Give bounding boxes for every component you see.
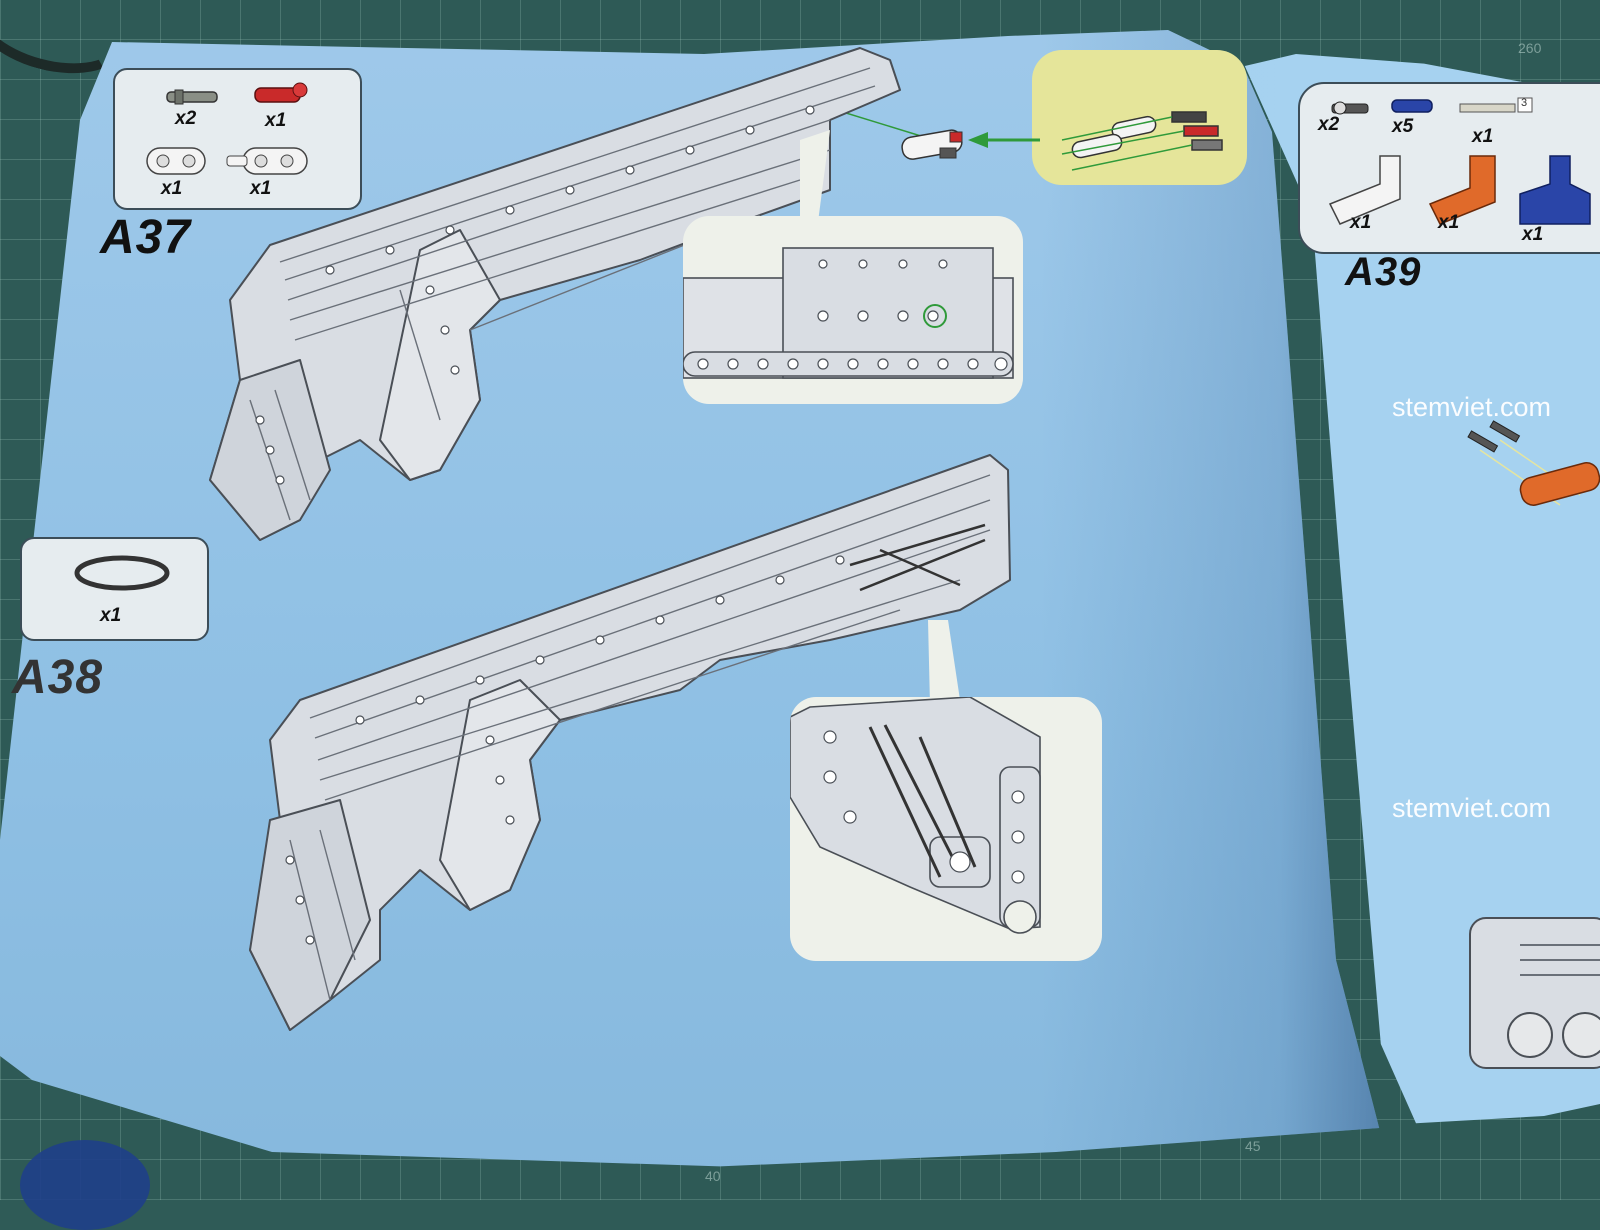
part-qty: x1 [100,605,122,626]
part-qty: x1 [265,110,287,131]
step-label-a39: A39 [1345,250,1422,294]
part-qty: x1 [1472,126,1494,147]
assembly-a37-icon [209,47,901,541]
rubber-band-icon [74,555,170,591]
white-liftarm-icon [146,147,206,175]
detail-beam-icon [683,247,1014,379]
mat-number: 40 [705,1168,721,1184]
white-angle-beam-icon [1328,155,1401,225]
assembly-a39-partial-icon [1467,420,1600,1069]
part-qty: x2 [175,108,197,129]
parts-box-a38: x1 [20,537,209,641]
parts-box-a39: 3 x2 x5 x1 x1 x1 x1 [1298,82,1600,254]
watermark: stemviet.com [1392,392,1552,422]
step-label-a37: A37 [100,211,192,264]
part-qty: x1 [161,178,183,199]
red-axle-pin-icon [254,82,308,103]
parts-box-a37: x2 x1 x1 x1 [113,68,362,210]
part-qty: x1 [1522,224,1544,245]
grey-axle-pin-icon [166,89,218,105]
white-liftarm-with-pin-icon [226,147,308,175]
axle-length-badge: 3 [1521,97,1528,109]
watermark: stemviet.com [1392,793,1552,823]
axle-pin-icon [1331,101,1369,115]
detail-inset-a37 [683,216,1023,404]
blue-pin-icon [1391,99,1433,113]
blue-object [20,1140,150,1230]
assembly-a38-icon [249,454,1011,1031]
sub-assembly-callout [1032,50,1247,185]
orange-angle-beam-icon [1428,155,1496,225]
attached-part-icon [901,129,963,160]
part-qty: x5 [1392,116,1414,137]
mat-number: 45 [1245,1138,1261,1154]
detail-rubber-band-icon [790,697,1041,934]
part-qty: x2 [1318,114,1340,135]
detail-inset-a38 [790,697,1102,961]
sub-assembly-icon [1061,111,1223,171]
mat-number: 260 [1518,40,1542,56]
step-label-a38: A38 [12,651,104,704]
part-qty: x1 [1438,212,1460,233]
part-qty: x1 [1350,212,1372,233]
axle-3-icon [1459,97,1533,113]
part-qty: x1 [250,178,272,199]
blue-t-beam-icon [1519,155,1591,225]
